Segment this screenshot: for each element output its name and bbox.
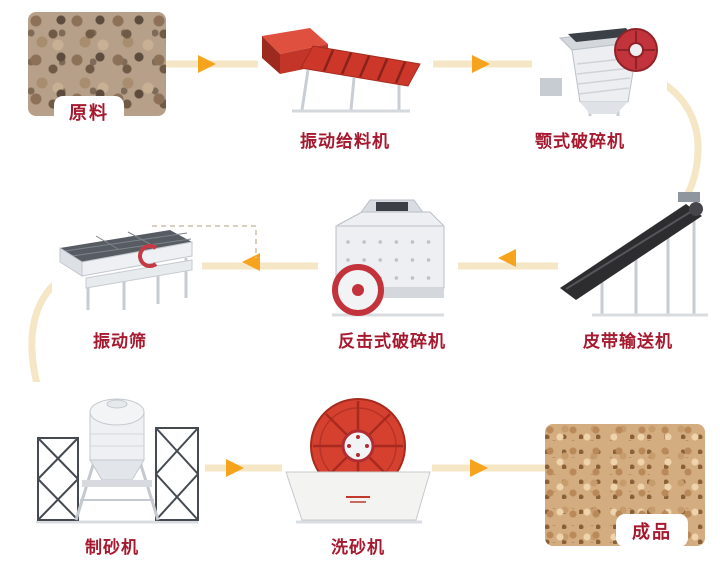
arrow-right-icon: [470, 459, 488, 477]
impact-crusher-illustration: [332, 199, 445, 317]
vibrating-feeder-illustration: [262, 28, 421, 113]
raw-material-chip: 原料: [54, 96, 124, 128]
node-vibrating-feeder: [258, 24, 433, 116]
node-belt-conveyor: [558, 192, 716, 320]
arrow-right-icon: [198, 55, 216, 73]
node-sand-washing-machine: [282, 392, 432, 527]
sand-making-machine-illustration: [36, 398, 199, 524]
finished-product-chip: 成品: [616, 514, 688, 547]
arrow-right-icon: [472, 55, 490, 73]
vibrating-screen-illustration: [59, 230, 193, 310]
jaw-crusher-illustration: [540, 28, 658, 116]
node-sand-making-machine: [30, 382, 205, 527]
node-jaw-crusher: [532, 8, 667, 120]
node-impact-crusher: [318, 198, 458, 318]
sand-washing-machine-illustration: [285, 398, 431, 524]
label-vibrating-feeder: 振动给料机: [300, 132, 390, 152]
label-sand-making-machine: 制砂机: [85, 538, 139, 558]
arrow-right-icon: [226, 459, 244, 477]
label-belt-conveyor: 皮带输送机: [583, 332, 673, 352]
label-sand-washing-machine: 洗砂机: [331, 538, 385, 558]
label-jaw-crusher: 颚式破碎机: [535, 132, 625, 152]
arrow-left-icon: [242, 253, 260, 271]
label-vibrating-screen: 振动筛: [93, 332, 147, 352]
belt-conveyor-illustration: [560, 192, 708, 317]
node-vibrating-screen: [52, 222, 202, 317]
label-impact-crusher: 反击式破碎机: [338, 332, 446, 352]
arrow-left-icon: [498, 249, 516, 267]
